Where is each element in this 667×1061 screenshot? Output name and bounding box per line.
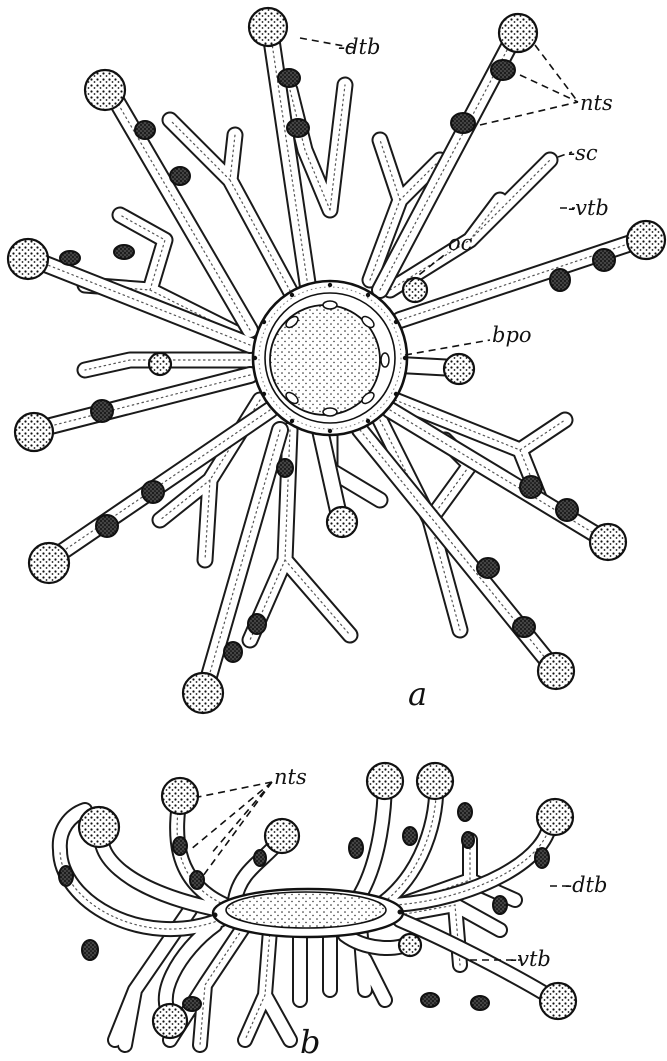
label-dtb-a: -dtb xyxy=(338,35,380,59)
label-nts-b: nts xyxy=(274,765,307,789)
label-dtb-b: -dtb xyxy=(565,873,607,897)
central-bell-a xyxy=(253,281,407,435)
label-nts-a: nts xyxy=(580,91,613,115)
label-oc-a: oc xyxy=(448,231,473,255)
label-bpo-a: bpo xyxy=(492,323,532,347)
label-vtb-b: -vtb xyxy=(510,947,551,971)
figure-a: -dtb nts -sc -vtb oc bpo a xyxy=(8,8,665,713)
panel-label-b: b xyxy=(300,1023,320,1061)
central-bell-b xyxy=(213,889,404,937)
label-sc-a: -sc xyxy=(568,141,598,165)
figure-b: nts -dtb -vtb b xyxy=(59,763,607,1061)
panel-label-a: a xyxy=(408,675,427,713)
label-vtb-a: -vtb xyxy=(568,196,609,220)
